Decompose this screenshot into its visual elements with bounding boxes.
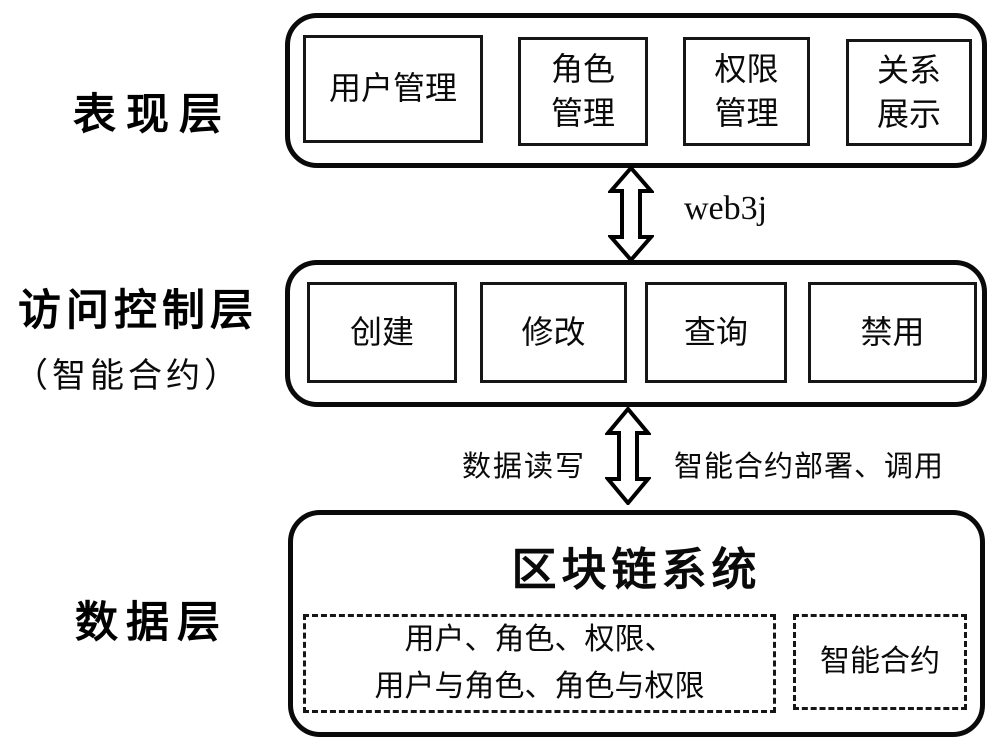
permission-management-label-line2: 管理	[714, 94, 779, 131]
data-read-write-label: 数据读写	[462, 451, 587, 483]
relationship-display-label-line2: 展示	[876, 95, 941, 132]
user-management-label: 用户管理	[328, 70, 457, 107]
vertical-double-arrow-icon-top	[606, 164, 656, 267]
create-box: 创建	[307, 282, 457, 383]
ledger-entities-line2: 用户与角色、角色与权限	[374, 669, 705, 703]
presentation-layer-label: 表现层	[73, 92, 232, 139]
blockchain-system-title: 区块链系统	[511, 545, 762, 595]
relationship-display-label-line1: 关系	[876, 52, 941, 89]
relationship-display-box: 关系展示	[846, 39, 972, 146]
ledger-entities-dashed-box: 用户、角色、权限、用户与角色、角色与权限	[303, 614, 776, 713]
role-management-box: 角色管理	[518, 37, 648, 146]
role-management-label-line1: 角色	[550, 51, 615, 88]
modify-box: 修改	[480, 282, 627, 383]
presentation-layer-container: 用户管理 角色管理 权限管理 关系展示	[285, 13, 987, 168]
access-control-layer-sublabel: （智能合约）	[14, 358, 242, 395]
query-box: 查询	[645, 282, 787, 383]
role-management-label-line2: 管理	[550, 94, 615, 131]
user-management-box: 用户管理	[303, 35, 483, 143]
smart-contract-dashed-box: 智能合约	[793, 614, 967, 710]
permission-management-box: 权限管理	[683, 37, 810, 146]
data-layer-container: 区块链系统 用户、角色、权限、用户与角色、角色与权限 智能合约	[288, 510, 985, 737]
data-layer-label: 数据层	[75, 600, 228, 647]
access-control-layer-label: 访问控制层	[18, 288, 258, 335]
ledger-entities-line1: 用户、角色、权限、	[404, 623, 675, 656]
disable-box: 禁用	[808, 282, 977, 383]
contract-deploy-invoke-label: 智能合约部署、调用	[674, 451, 945, 483]
web3j-connector-label: web3j	[684, 190, 768, 227]
vertical-double-arrow-icon-bottom	[603, 405, 653, 510]
access-control-layer-container: 创建 修改 查询 禁用	[285, 260, 987, 407]
permission-management-label-line1: 权限	[714, 51, 779, 88]
